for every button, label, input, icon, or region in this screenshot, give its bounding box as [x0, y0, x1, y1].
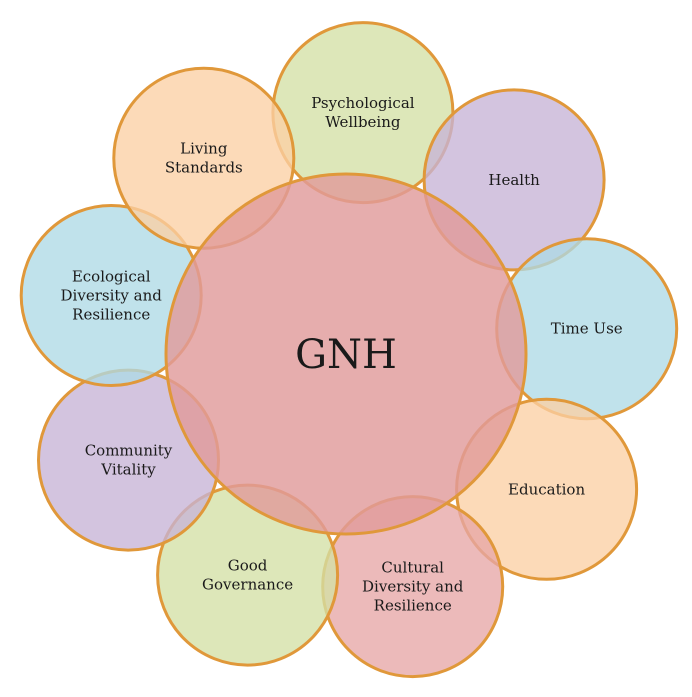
psychological-wellbeing-label-line: Psychological	[311, 94, 415, 112]
ecological-diversity-and-resilience-label-line: Diversity and	[61, 287, 163, 305]
good-governance-label-line: Good	[228, 557, 268, 575]
education-label: Education	[508, 480, 585, 498]
health-label: Health	[488, 171, 540, 189]
living-standards-label-line: Living	[180, 140, 228, 158]
time-use-label-line: Time Use	[551, 320, 623, 338]
education-label-line: Education	[508, 480, 585, 498]
psychological-wellbeing-label-line: Wellbeing	[325, 113, 401, 131]
community-vitality-label-line: Vitality	[100, 461, 156, 479]
good-governance-label-line: Governance	[202, 576, 293, 594]
gnh-center-circle	[164, 172, 528, 536]
cultural-diversity-and-resilience-label-line: Cultural	[381, 559, 444, 577]
community-vitality-label-line: Community	[85, 442, 173, 460]
health-label-line: Health	[488, 171, 540, 189]
living-standards-label-line: Standards	[165, 159, 243, 177]
ecological-diversity-and-resilience-label-line: Ecological	[72, 268, 151, 286]
time-use-label: Time Use	[551, 320, 623, 338]
ecological-diversity-and-resilience-label-line: Resilience	[72, 306, 150, 324]
cultural-diversity-and-resilience-label-line: Resilience	[374, 597, 452, 615]
gnh-center-label: GNH	[295, 332, 397, 378]
domain-circles-layer	[19, 21, 679, 679]
cultural-diversity-and-resilience-label-line: Diversity and	[362, 578, 464, 596]
